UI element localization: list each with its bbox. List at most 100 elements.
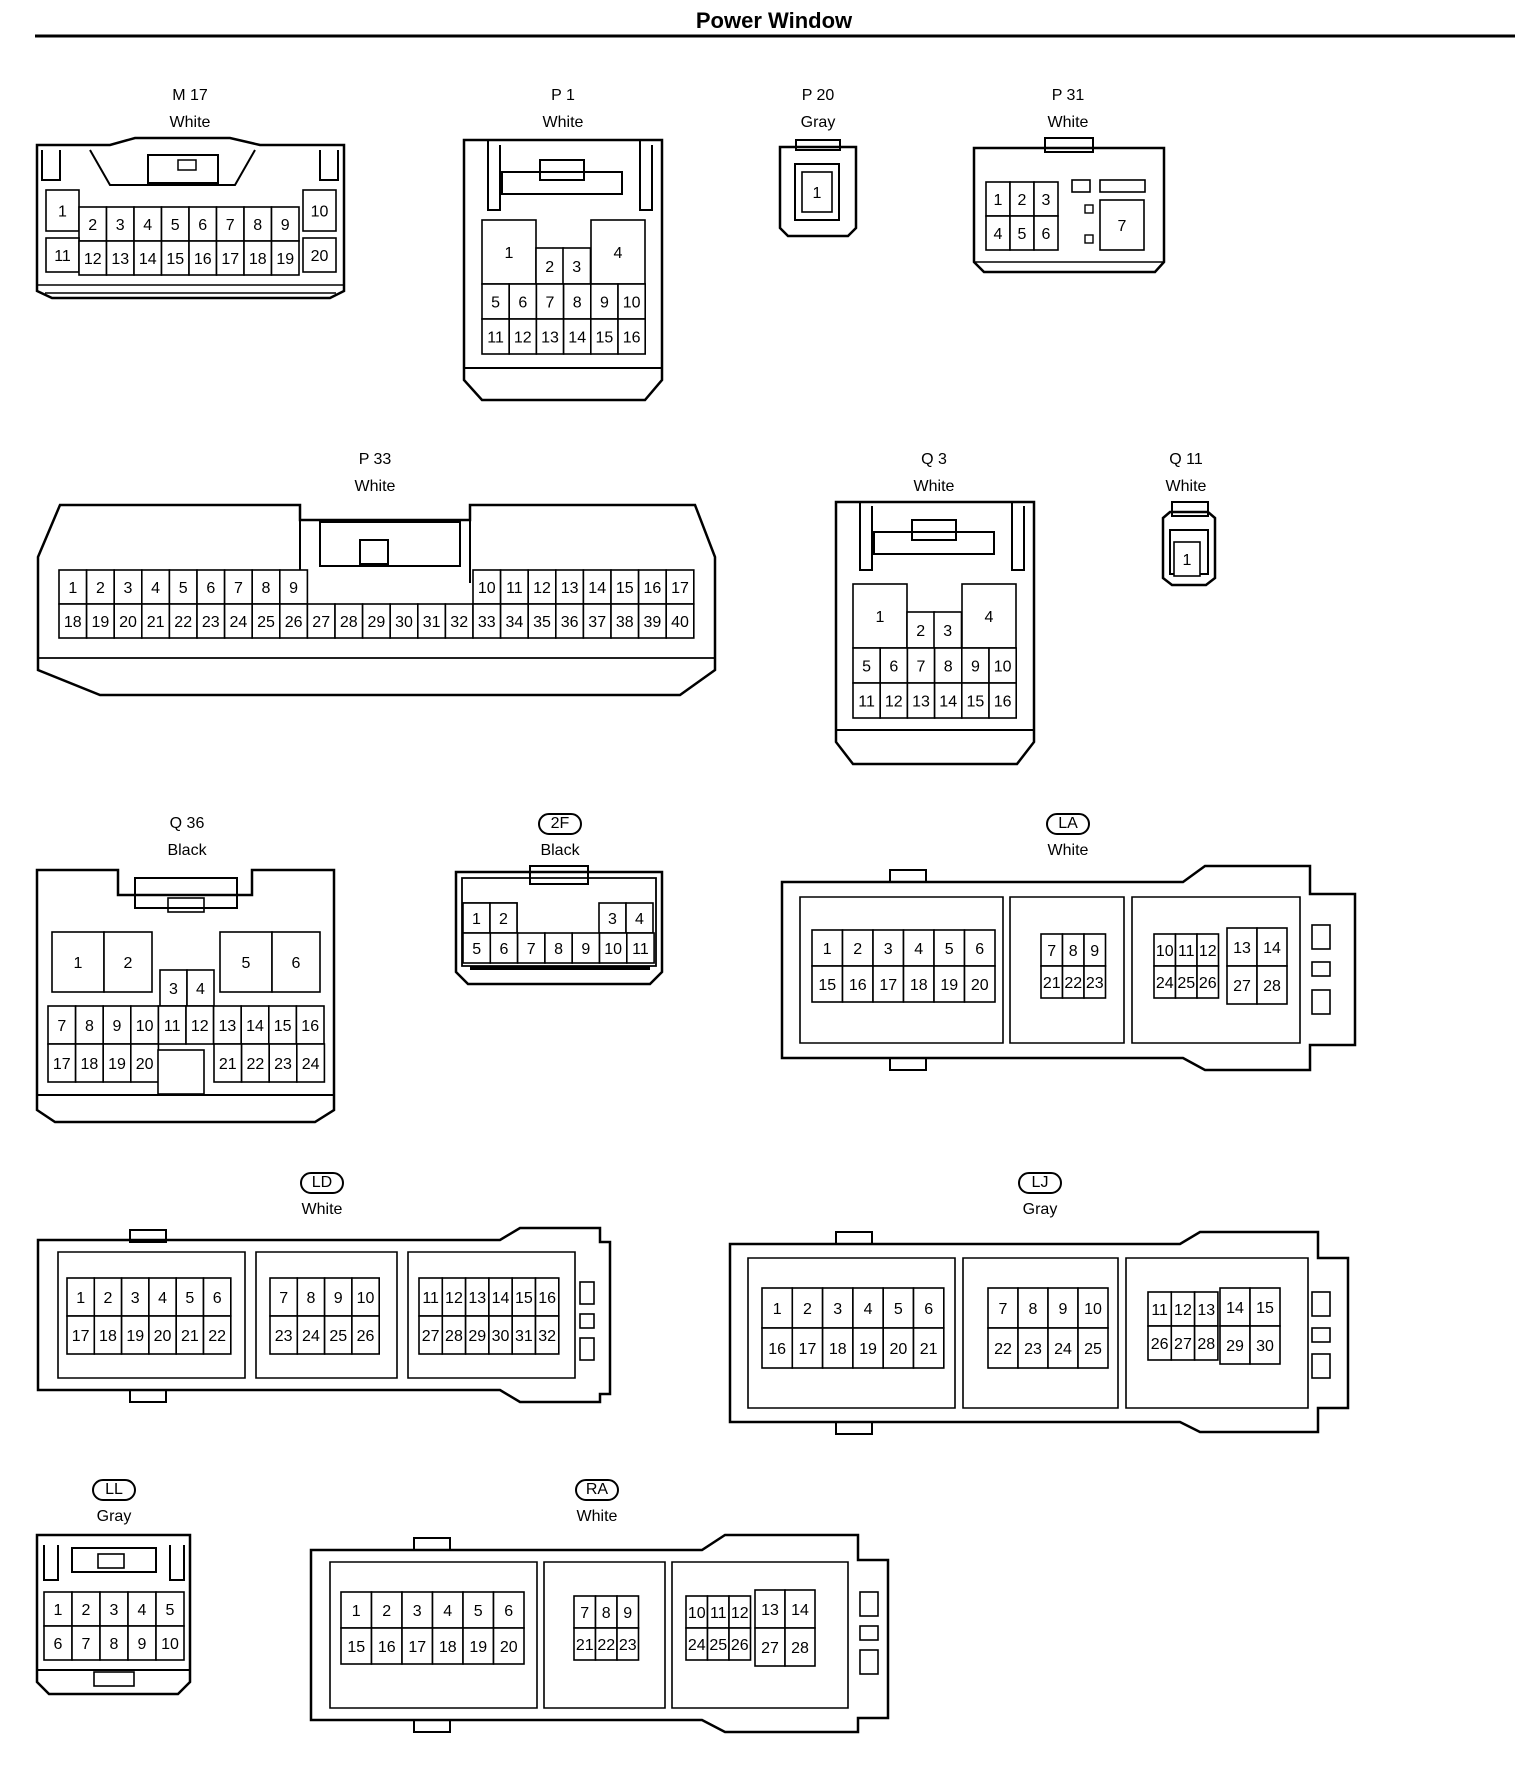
housing-detail bbox=[1311, 1327, 1331, 1343]
pin-cavity bbox=[160, 206, 190, 242]
pin-number: 24 bbox=[688, 1637, 706, 1654]
pin-number: 10 bbox=[311, 204, 329, 221]
pin-cavity bbox=[120, 1277, 150, 1317]
housing-detail bbox=[1311, 1291, 1331, 1317]
pin-number: 6 bbox=[924, 1301, 933, 1318]
connector-color: White bbox=[543, 114, 584, 131]
pin-cavity bbox=[155, 1625, 185, 1661]
pin-cavity bbox=[431, 1591, 464, 1629]
pin-number: 2 bbox=[88, 217, 97, 234]
pin-number: 25 bbox=[1084, 1341, 1102, 1358]
housing-detail bbox=[167, 897, 205, 913]
housing-detail bbox=[71, 1547, 157, 1573]
pin-number: 20 bbox=[971, 977, 989, 994]
pin-number: 22 bbox=[174, 614, 192, 631]
housing-detail bbox=[1311, 1353, 1331, 1379]
pin-number: 13 bbox=[1233, 940, 1251, 957]
pin-number: 16 bbox=[768, 1341, 786, 1358]
housing-detail bbox=[501, 171, 623, 195]
housing-detail bbox=[579, 1281, 595, 1305]
pin-cavity bbox=[571, 932, 601, 964]
pin-number: 16 bbox=[994, 694, 1012, 711]
connector-code: LJ bbox=[1032, 1174, 1049, 1191]
pin-number: 2 bbox=[1018, 192, 1027, 209]
housing-outline bbox=[671, 1561, 849, 1709]
pin-number: 28 bbox=[445, 1328, 463, 1345]
pin-number: 14 bbox=[791, 1602, 809, 1619]
pin-number: 2 bbox=[853, 941, 862, 958]
pin-number: 13 bbox=[1197, 1302, 1215, 1319]
pin-cavity bbox=[554, 569, 585, 605]
pin-number: 7 bbox=[999, 1301, 1008, 1318]
housing-detail bbox=[319, 521, 461, 567]
pin-number: 11 bbox=[54, 248, 71, 265]
pin-number: 6 bbox=[54, 1636, 63, 1653]
pin-number: 26 bbox=[357, 1328, 375, 1345]
connector-code: Q 3 bbox=[921, 451, 947, 468]
pin-number: 1 bbox=[68, 580, 77, 597]
pin-number: 2 bbox=[803, 1301, 812, 1318]
pin-cavity bbox=[186, 969, 215, 1007]
pin-cavity bbox=[912, 1287, 945, 1329]
pin-number: 2 bbox=[382, 1603, 391, 1620]
pin-cavity bbox=[270, 240, 300, 276]
pin-cavity bbox=[492, 1627, 525, 1665]
pin-number: 15 bbox=[967, 694, 985, 711]
pin-number: 4 bbox=[864, 1301, 873, 1318]
pin-cavity bbox=[370, 1627, 403, 1665]
pin-number: 3 bbox=[169, 981, 178, 998]
pin-number: 19 bbox=[276, 251, 294, 268]
pin-cavity bbox=[85, 603, 115, 639]
pin-cavity bbox=[1226, 965, 1258, 1005]
pin-number: 24 bbox=[302, 1056, 320, 1073]
pin-number: 1 bbox=[352, 1603, 361, 1620]
pin-number: 21 bbox=[920, 1341, 938, 1358]
connector-code: P 31 bbox=[1052, 87, 1085, 104]
pin-number: 1 bbox=[74, 955, 83, 972]
pin-number: 6 bbox=[518, 295, 527, 312]
pin-number: 3 bbox=[608, 911, 617, 928]
pin-cavity bbox=[499, 569, 530, 605]
pin-number: 6 bbox=[889, 659, 898, 676]
pin-number: 3 bbox=[943, 623, 952, 640]
pin-cavity bbox=[219, 931, 273, 993]
pin-number: 5 bbox=[945, 941, 954, 958]
pin-number: 24 bbox=[230, 614, 248, 631]
pin-cavity bbox=[912, 1327, 945, 1369]
pin-number: 12 bbox=[533, 580, 551, 597]
pin-number: 2 bbox=[499, 911, 508, 928]
pin-cavity bbox=[499, 603, 530, 639]
pin-number: 28 bbox=[1197, 1336, 1215, 1353]
pin-number: 37 bbox=[588, 614, 606, 631]
pin-number: 4 bbox=[158, 1290, 167, 1307]
pin-cavity bbox=[582, 603, 612, 639]
pin-number: 26 bbox=[285, 614, 303, 631]
pin-cavity bbox=[1077, 1287, 1109, 1329]
housing-detail bbox=[147, 154, 219, 184]
pin-number: 16 bbox=[194, 251, 212, 268]
pin-cavity bbox=[102, 1043, 132, 1083]
pin-number: 7 bbox=[546, 295, 555, 312]
pin-number: 14 bbox=[492, 1290, 510, 1307]
pin-cavity bbox=[1033, 215, 1059, 251]
pin-number: 6 bbox=[1042, 226, 1051, 243]
housing-detail bbox=[889, 1057, 927, 1071]
pin-number: 1 bbox=[505, 245, 514, 262]
housing-outline bbox=[799, 896, 1004, 1044]
pin-number: 11 bbox=[632, 941, 649, 958]
housing-detail bbox=[539, 159, 585, 181]
pin-cavity bbox=[489, 932, 519, 964]
pin-cavity bbox=[784, 1627, 816, 1667]
housing-detail bbox=[529, 865, 589, 885]
connector-color: White bbox=[914, 478, 955, 495]
pin-cavity bbox=[401, 1591, 434, 1629]
housing-detail bbox=[1311, 989, 1331, 1015]
pin-number: 1 bbox=[773, 1301, 782, 1318]
pin-number: 25 bbox=[1177, 975, 1195, 992]
pin-cavity bbox=[987, 1327, 1019, 1369]
connector-badge-outline bbox=[575, 1479, 619, 1501]
